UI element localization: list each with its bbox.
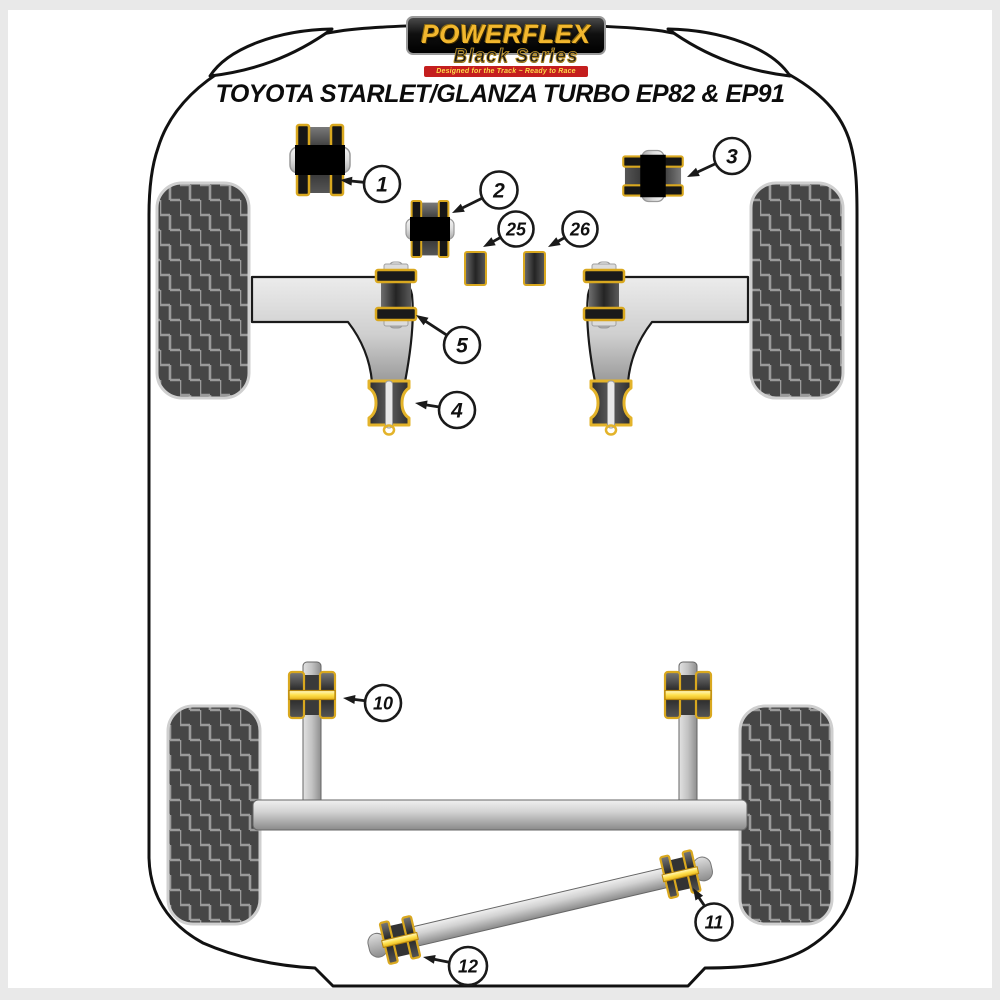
bushing-5: [374, 260, 418, 330]
callouts: 1 2 3 4 5 10: [340, 136, 752, 987]
callout-26: 26: [548, 210, 599, 248]
arrowhead: [340, 176, 353, 186]
powerflex-wordmark-bar: POWERFLEX: [406, 16, 606, 55]
arrowhead: [548, 237, 561, 247]
rear-left-tire: [166, 704, 262, 926]
callout-25: 25: [483, 210, 535, 248]
bushing-1: [288, 123, 352, 197]
front-right-tire: [749, 181, 845, 400]
front-left-tire: [155, 181, 251, 400]
bushing-2: [404, 199, 456, 259]
arrowhead: [693, 888, 704, 901]
callout-25-number: 25: [505, 219, 527, 239]
panhard-rod-assembly: [362, 845, 718, 969]
callout-3: 3: [687, 136, 752, 177]
rear-right-tire: [738, 704, 834, 926]
callout-11: 11: [693, 888, 734, 942]
powerflex-logo: POWERFLEX Black Series Designed for the …: [406, 16, 606, 77]
callout-2: 2: [452, 170, 519, 213]
bushing-3: [622, 149, 684, 203]
arrowhead: [687, 167, 700, 177]
left-headlight-outline: [208, 27, 334, 78]
bushing-26: [523, 251, 546, 286]
page-title: TOYOTA STARLET/GLANZA TURBO EP82 & EP91: [215, 80, 786, 108]
arrowhead: [483, 237, 496, 247]
bushing-25: [464, 251, 487, 286]
callout-12: 12: [423, 945, 489, 987]
callout-12-number: 12: [458, 956, 478, 976]
powerflex-wordmark: POWERFLEX: [421, 19, 591, 49]
callout-5: 5: [416, 315, 482, 365]
bushing-4: [367, 379, 411, 436]
bushing-4-right: [589, 379, 633, 436]
rear-axle-beam: [252, 799, 748, 831]
callout-26-number: 26: [569, 219, 591, 239]
callout-2-number: 2: [492, 180, 505, 203]
callout-3-number: 3: [726, 146, 738, 169]
callout-4: 4: [415, 390, 477, 430]
arrowhead: [452, 203, 465, 213]
bushing-5-right: [582, 260, 626, 330]
callout-1-number: 1: [376, 174, 388, 197]
brand-tagline-banner: Designed for the Track ~ Ready to Race: [424, 66, 588, 77]
tires: [155, 181, 845, 926]
callout-10-number: 10: [373, 693, 393, 713]
right-headlight-outline: [666, 27, 792, 78]
bushing-10: [287, 670, 337, 720]
callout-1: 1: [340, 164, 402, 204]
callout-11-number: 11: [705, 912, 724, 932]
callout-5-number: 5: [456, 335, 468, 358]
arrowhead: [343, 695, 356, 704]
arrowhead: [415, 400, 428, 410]
callout-4-number: 4: [450, 400, 463, 423]
arrowhead: [423, 955, 436, 964]
black-series-label: Black Series: [453, 46, 579, 68]
bushing-10-right: [663, 670, 713, 720]
callout-10: 10: [343, 683, 403, 723]
arrowhead: [416, 315, 429, 326]
